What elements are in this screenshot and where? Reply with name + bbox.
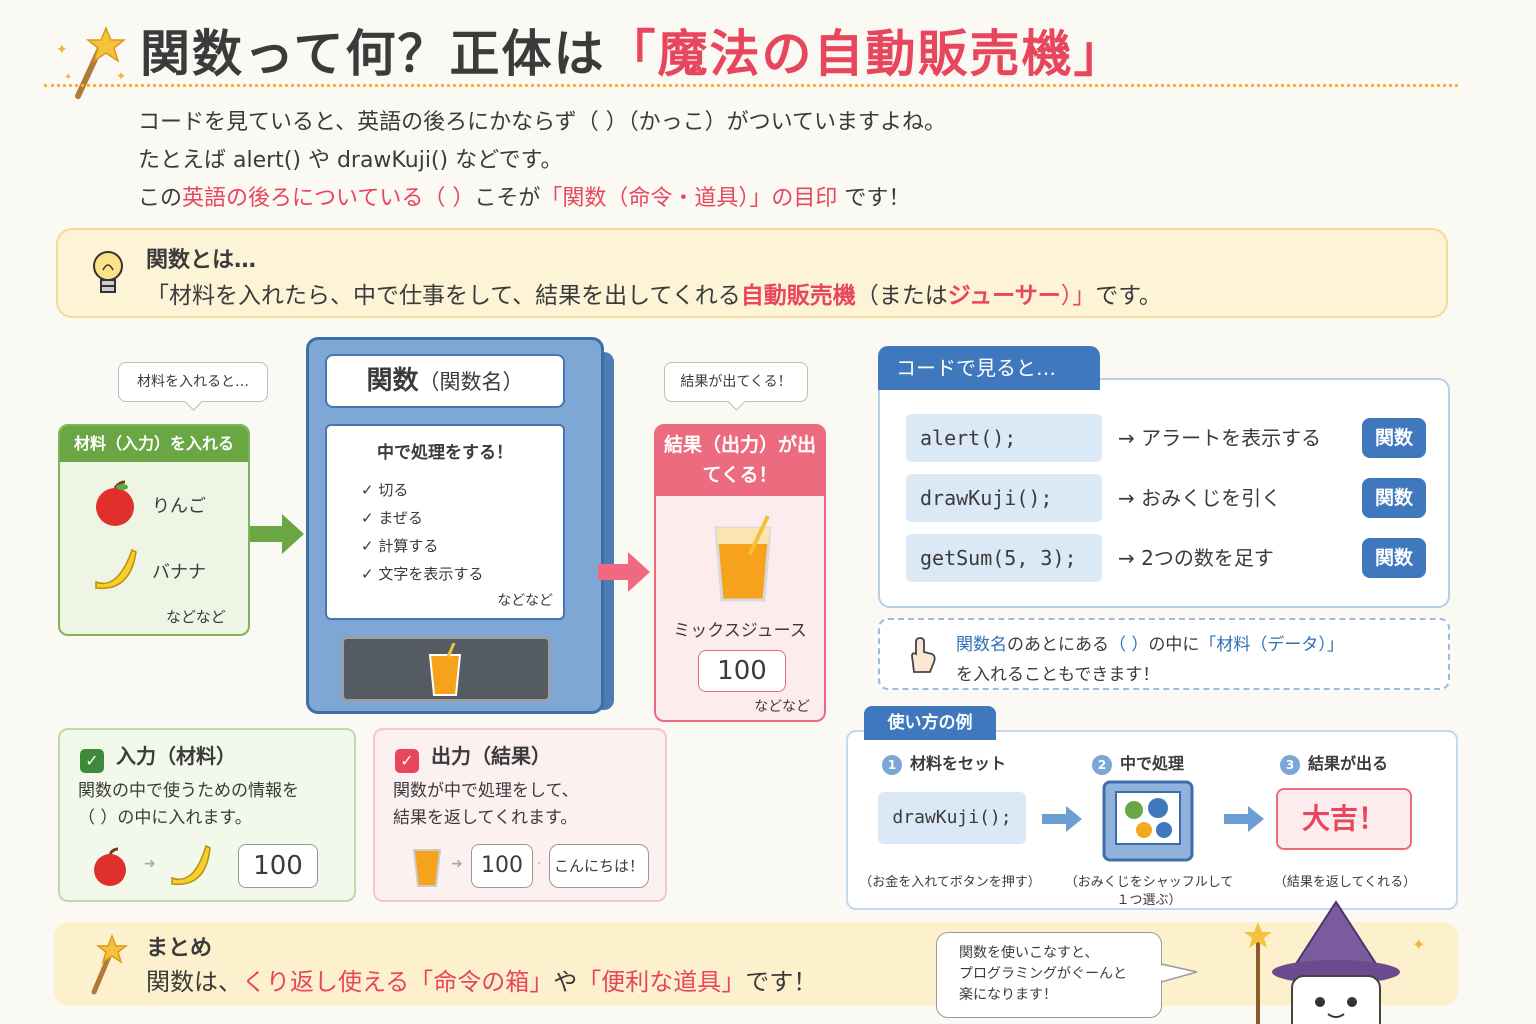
process-step: ✓ 切る: [361, 481, 409, 499]
pointing-hand-icon: [911, 637, 936, 673]
output-results-panel: 結果（出力）が出てくる！ ミックスジュース 100 などなど: [654, 424, 826, 722]
check-icon: ✓: [395, 749, 419, 773]
output-results-header: 結果（出力）が出てくる！: [656, 426, 824, 496]
code-desc: → おみくじを引く: [1118, 486, 1282, 510]
output-more: などなど: [754, 699, 810, 715]
svg-text:✦: ✦: [56, 42, 68, 58]
code-panel-tab: コードで見ると…: [878, 346, 1100, 390]
input-item-banana: バナナ: [152, 562, 206, 583]
gear-box-icon: [1102, 780, 1194, 862]
summary-banner: まとめ 関数は、くり返し使える「命令の箱」や「便利な道具」です！: [54, 922, 1458, 1006]
function-machine: 関数（関数名） 中で処理をする！ ✓ 切る ✓ まぜる ✓ 計算する ✓ 文字を…: [306, 337, 604, 714]
speech-tail: [1161, 963, 1198, 983]
input-arrow-icon: [250, 514, 304, 554]
magic-wand-icon: [91, 933, 128, 995]
small-arrow-icon: ➜: [144, 856, 156, 872]
magic-wand-icon: ✦ ✦ ✦: [56, 26, 127, 99]
output-speech-bubble: 結果が出てくる！: [664, 362, 808, 402]
usage-caption: （お金を入れてボタンを押す）: [859, 875, 1041, 890]
output-arrow-icon: [598, 552, 650, 592]
input-more: などなど: [166, 608, 226, 626]
usage-result: 大吉！: [1276, 788, 1412, 850]
juice-cup-icon: [412, 849, 442, 887]
usage-code-chip: drawKuji();: [878, 792, 1026, 844]
apple-icon: [96, 480, 134, 526]
function-badge: 関数: [1362, 538, 1426, 578]
output-item-juice: ミックスジュース: [673, 621, 807, 641]
input-speech-bubble: 材料を入れると…: [118, 362, 268, 402]
summary-heading: まとめ: [146, 936, 213, 961]
apple-icon: [94, 847, 126, 886]
function-badge: 関数: [1362, 418, 1426, 458]
process-more: などなど: [497, 593, 553, 609]
output-explanation-box: ✓出力（結果） 関数が中で処理をして、結果を返してくれます。 ➜ 100 · こ…: [373, 728, 667, 902]
summary-body: 関数は、くり返し使える「命令の箱」や「便利な道具」です！: [146, 968, 818, 996]
usage-arrow-icon: [1224, 806, 1264, 832]
intro-text: コードを見ていると、英語の後ろにかならず（ ）（かっこ）がついていますよね。 た…: [138, 110, 947, 211]
wizard-character-icon: ✦: [1244, 900, 1425, 1024]
usage-arrow-icon: [1042, 806, 1082, 832]
function-badge: 関数: [1362, 478, 1426, 518]
banana-icon: [171, 844, 211, 886]
process-step: ✓ 文字を表示する: [361, 565, 484, 583]
output-value-box: 100: [698, 650, 786, 692]
definition-body: 「材料を入れたら、中で仕事をして、結果を出してくれる自動販売機（またはジューサー…: [146, 283, 1162, 309]
svg-text:✦: ✦: [64, 72, 72, 83]
code-examples-panel: alert(); → アラートを表示する 関数 drawKuji(); → おみ…: [878, 378, 1450, 608]
input-explanation-box: ✓入力（材料） 関数の中で使うための情報を（ ）の中に入れます。 ➜ 100: [58, 728, 356, 902]
input-materials-panel: 材料（入力）を入れる りんご バナナ などなど: [58, 424, 250, 636]
input-item-apple: りんご: [152, 496, 206, 517]
check-icon: ✓: [361, 481, 379, 499]
banana-icon: [95, 548, 137, 590]
code-chip: alert();: [906, 414, 1102, 462]
small-arrow-icon: ➜: [451, 856, 463, 872]
input-materials-header: 材料（入力）を入れる: [60, 426, 248, 462]
code-row: alert(); → アラートを表示する 関数: [906, 414, 1426, 462]
svg-text:✦: ✦: [1412, 935, 1425, 954]
definition-callout: 関数とは… 「材料を入れたら、中で仕事をして、結果を出してくれる自動販売機（また…: [56, 228, 1448, 318]
input-value-box: 100: [238, 844, 318, 888]
process-step: ✓ まぜる: [361, 509, 423, 527]
definition-heading: 関数とは…: [146, 248, 257, 273]
usage-caption: （結果を返してくれる）: [1273, 875, 1417, 890]
code-chip: drawKuji();: [906, 474, 1102, 522]
lightbulb-icon: [93, 251, 123, 293]
check-icon: ✓: [361, 565, 379, 583]
process-step: ✓ 計算する: [361, 537, 439, 555]
check-icon: ✓: [361, 537, 379, 555]
output-text-box: こんにちは！: [549, 844, 649, 888]
check-icon: ✓: [80, 749, 104, 773]
wizard-speech-bubble: 関数を使いこなすと、 プログラミングがぐーんと 楽になります！: [936, 932, 1162, 1018]
process-title: 中で処理をする！: [377, 443, 513, 463]
code-row: drawKuji(); → おみくじを引く 関数: [906, 474, 1426, 522]
title-divider: [44, 84, 1458, 87]
parentheses-note: 関数名のあとにある（ ）の中に「材料（データ）」 を入れることもできます！: [878, 618, 1450, 690]
juice-glass-icon: [714, 515, 772, 602]
page-title: 関数って何？正体は「魔法の自動販売機」: [140, 25, 1126, 83]
juice-cup-icon: [428, 643, 462, 696]
code-chip: getSum(5, 3);: [906, 534, 1102, 582]
output-value-box: 100: [471, 844, 533, 888]
machine-output-slot: [341, 636, 551, 702]
code-desc: → アラートを表示する: [1118, 426, 1322, 450]
code-row: getSum(5, 3); → 2つの数を足す 関数: [906, 534, 1426, 582]
svg-text:✦: ✦: [116, 69, 126, 83]
machine-name-panel: 関数（関数名）: [325, 354, 565, 408]
usage-example-tab: 使い方の例: [864, 706, 996, 740]
process-steps: ✓ 切る ✓ まぜる ✓ 計算する ✓ 文字を表示する: [361, 476, 483, 588]
code-desc: → 2つの数を足す: [1118, 546, 1274, 570]
machine-process-panel: 中で処理をする！ ✓ 切る ✓ まぜる ✓ 計算する ✓ 文字を表示する などな…: [325, 424, 565, 620]
check-icon: ✓: [361, 509, 379, 527]
